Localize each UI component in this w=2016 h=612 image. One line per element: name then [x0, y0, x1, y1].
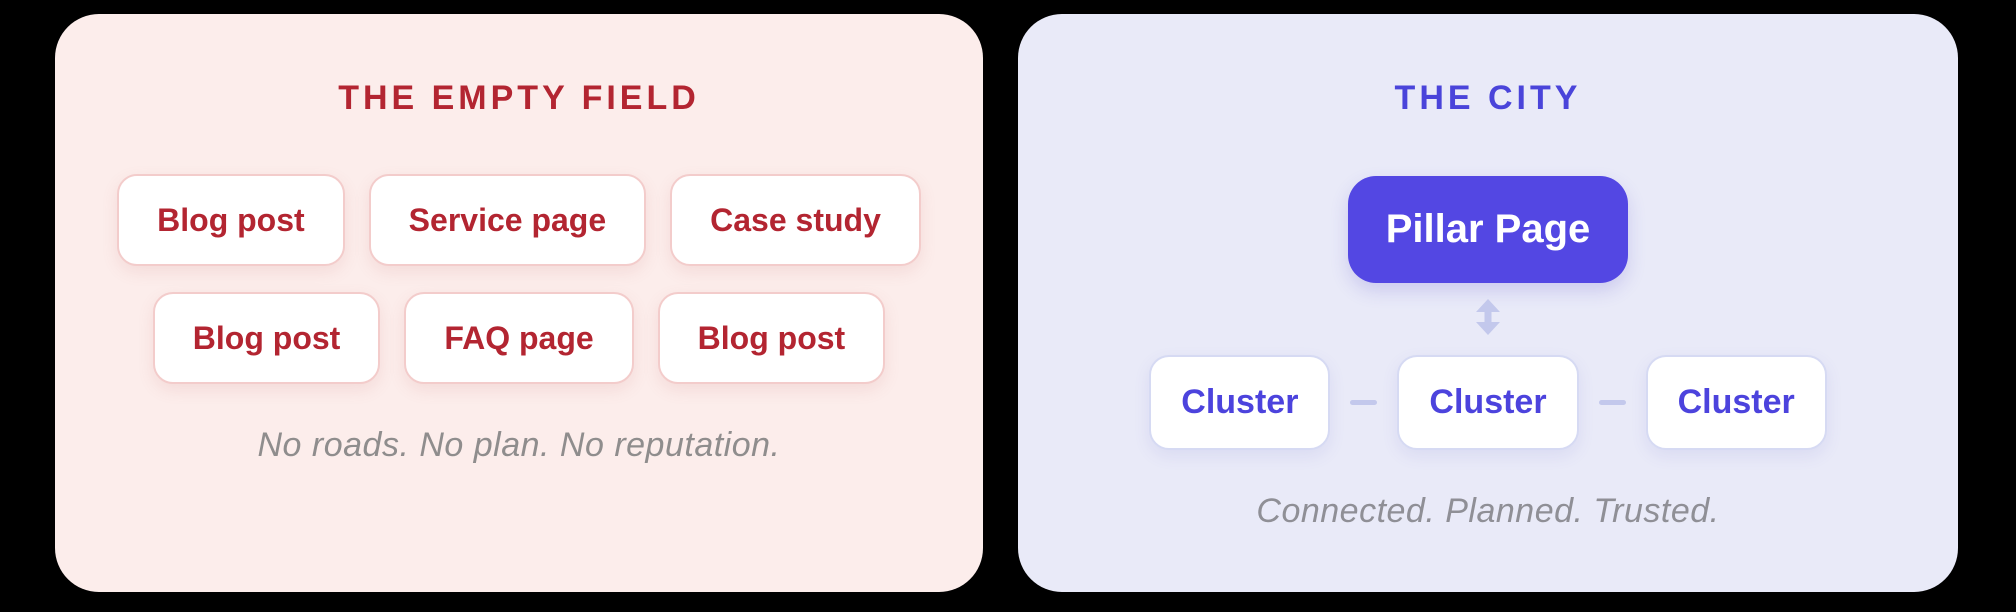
city-panel: THE CITY Pillar Page Cluster Cluster Clu…	[1018, 14, 1958, 592]
up-down-arrow-icon	[1474, 299, 1502, 335]
content-chip-case-study: Case study	[670, 174, 921, 266]
content-chip-faq-page: FAQ page	[404, 292, 634, 384]
panel-title: THE EMPTY FIELD	[338, 79, 700, 117]
panel-title: THE CITY	[1394, 79, 1582, 117]
content-chip-blog-post: Blog post	[117, 174, 345, 266]
connector-dash	[1350, 400, 1378, 405]
panel-caption: Connected. Planned. Trusted.	[1256, 492, 1720, 530]
pillar-page-node: Pillar Page	[1347, 176, 1629, 283]
connector-dash	[1598, 400, 1626, 405]
cluster-node: Cluster	[1397, 355, 1579, 450]
cluster-row: Cluster Cluster Cluster	[1149, 355, 1827, 450]
empty-field-panel: THE EMPTY FIELD Blog post Service page C…	[55, 14, 983, 592]
cluster-node: Cluster	[1645, 355, 1827, 450]
content-chip-blog-post: Blog post	[657, 292, 886, 384]
cluster-node: Cluster	[1149, 355, 1331, 450]
content-chip-row: Blog post FAQ page Blog post	[152, 292, 886, 384]
content-chip-blog-post: Blog post	[152, 292, 381, 384]
panel-caption: No roads. No plan. No reputation.	[257, 426, 781, 464]
content-chip-row: Blog post Service page Case study	[117, 174, 921, 266]
content-chip-service-page: Service page	[368, 174, 647, 266]
